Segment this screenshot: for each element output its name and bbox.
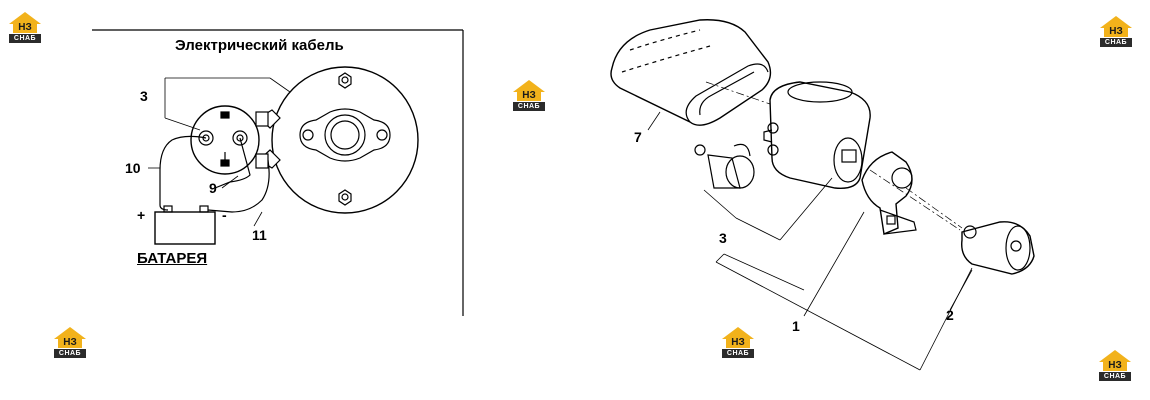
logo-letters: НЗ [63,337,77,348]
battery-minus: - [222,207,227,223]
logo-letters: НЗ [18,22,32,33]
logo-house-icon [1103,361,1127,371]
battery-plus: + [137,207,146,223]
callout-9: 9 [209,180,217,196]
logo-letters: НЗ [522,90,536,101]
logo-band: СНАБ [1099,372,1131,381]
logo-roof-icon [54,327,86,339]
motor-flange [271,66,419,214]
callout-2: 2 [946,307,954,323]
logo-band: СНАБ [54,349,86,358]
logo-band: СНАБ [722,349,754,358]
callout-7: 7 [634,129,642,145]
cables [159,135,270,213]
logo-house-icon [1104,27,1128,37]
assembly-centerlines [705,81,963,231]
logo-roof-icon [722,327,754,339]
leader-lines-left [148,77,291,227]
battery-label: БАТАРЕЯ [137,250,208,267]
logo-roof-icon [513,80,545,92]
callout-11: 11 [252,227,267,243]
brand-logo-bottom-left: НЗ СНАБ [52,327,88,359]
logo-house-icon [517,91,541,101]
starter-motor-body [763,81,871,189]
logo-letters: НЗ [1109,26,1123,37]
callout-10: 10 [125,160,141,176]
brand-logo-top-right: НЗ СНАБ [1098,16,1134,48]
brand-logo-bottom-right: НЗ СНАБ [1097,350,1133,382]
logo-house-icon [726,338,750,348]
callout-3-left: 3 [140,88,148,104]
starter-solenoid [190,105,281,175]
battery [154,205,216,245]
logo-letters: НЗ [731,337,745,348]
brand-logo-top-left: НЗ СНАБ [7,12,43,44]
callout-3-right: 3 [719,230,727,246]
logo-band: СНАБ [9,34,41,43]
logo-band: СНАБ [513,102,545,111]
small-solenoid [694,143,755,189]
brand-logo-center: НЗ СНАБ [511,80,547,112]
logo-roof-icon [1099,350,1131,362]
leader-lines-right [647,111,973,371]
logo-roof-icon [1100,16,1132,28]
logo-roof-icon [9,12,41,24]
logo-band: СНАБ [1100,38,1132,47]
callout-1: 1 [792,318,800,334]
cable-title: Электрический кабель [175,37,344,54]
logo-house-icon [13,23,37,33]
gear-pump [961,221,1035,275]
protective-cover [610,19,772,126]
mounting-bracket [861,151,917,235]
brand-logo-bottom-middle: НЗ СНАБ [720,327,756,359]
logo-house-icon [58,338,82,348]
left-panel-frame [92,29,464,316]
logo-letters: НЗ [1108,360,1122,371]
